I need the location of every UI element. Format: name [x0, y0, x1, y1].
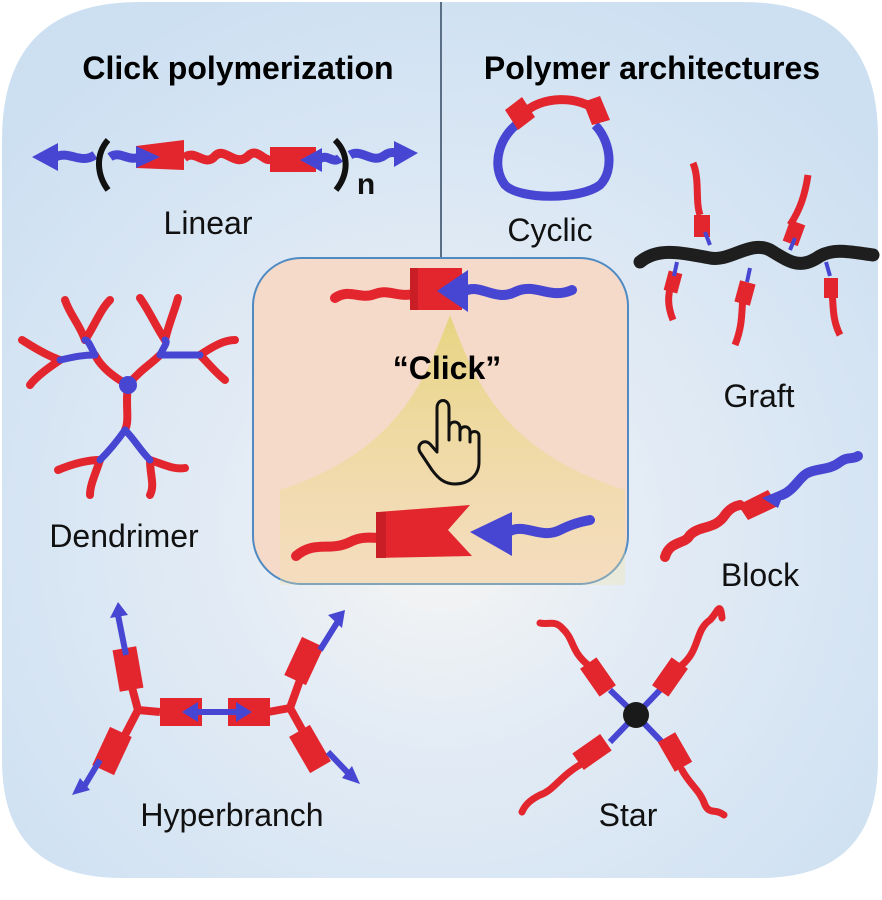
right-section-title: Polymer architectures — [483, 50, 821, 86]
block-label: Block — [720, 557, 800, 593]
unreacted-pair — [291, 505, 595, 561]
repeat-unit-subscript: n — [356, 168, 376, 201]
hyperbranch-label: Hyperbranch — [140, 797, 324, 833]
left-section-title: Click polymerization — [82, 50, 394, 86]
star-polymer-illustration — [518, 605, 728, 819]
click-glow — [280, 315, 625, 585]
hyperbranch-illustration — [72, 602, 360, 795]
diagram-panel: Click polymerization Polymer architectur… — [2, 2, 880, 878]
graft-polymer-illustration — [633, 161, 880, 347]
graft-label: Graft — [723, 378, 795, 414]
clicked-pair — [330, 268, 577, 312]
star-label: Star — [598, 797, 658, 833]
pointing-hand-icon — [417, 399, 481, 486]
linear-label: Linear — [163, 205, 253, 241]
linear-polymer-illustration — [32, 137, 418, 192]
cyclic-label: Cyclic — [507, 212, 593, 248]
dendrimer-illustration — [18, 294, 239, 499]
click-label: “Click” — [392, 350, 502, 386]
cyclic-polymer-illustration — [493, 95, 614, 201]
block-copolymer-illustration — [660, 451, 863, 562]
dendrimer-label: Dendrimer — [49, 518, 199, 554]
